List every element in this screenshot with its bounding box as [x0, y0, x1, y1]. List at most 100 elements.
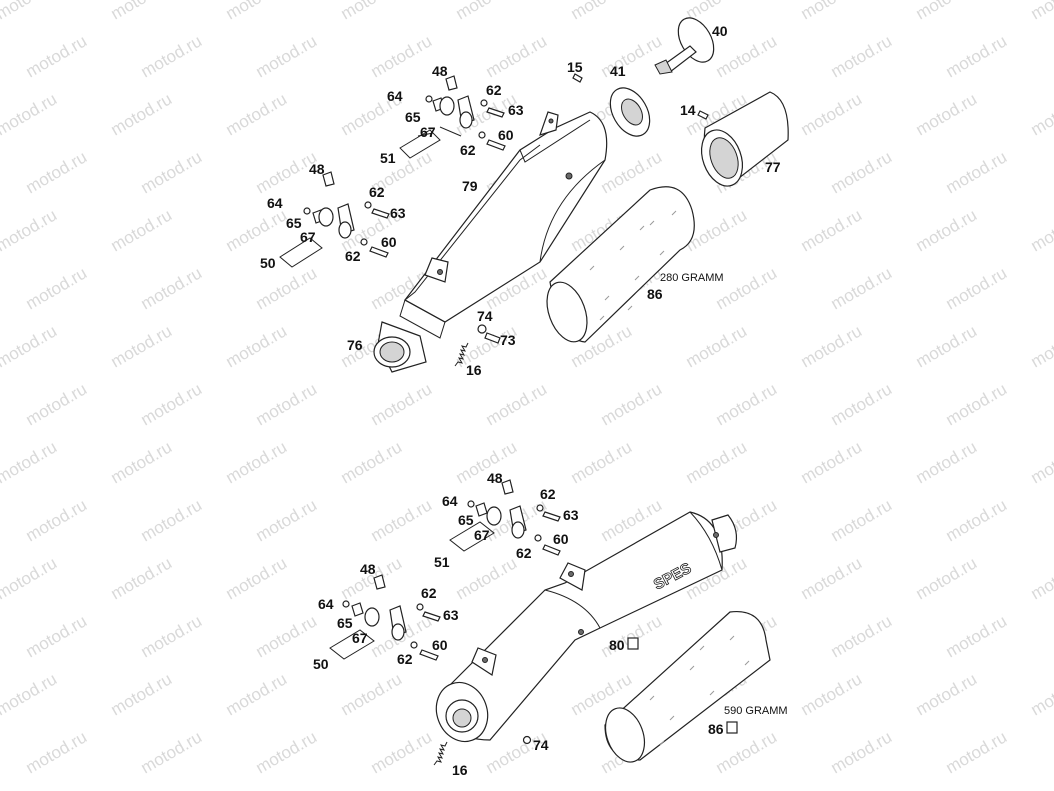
washer-74	[522, 735, 532, 745]
watermark-text: motod.ru	[828, 31, 896, 81]
watermark-text: motod.ru	[253, 31, 321, 81]
optional-square-80	[627, 637, 639, 650]
label-40: 40	[712, 23, 728, 39]
label-67: 67	[300, 229, 316, 245]
watermark-text: motod.ru	[828, 727, 896, 777]
label-62: 62	[369, 184, 385, 200]
watermark-text: motod.ru	[108, 437, 176, 487]
watermark-text: motod.ru	[0, 205, 60, 255]
label-63: 63	[443, 607, 459, 623]
watermark-text: motod.ru	[223, 205, 291, 255]
watermark-text: motod.ru	[483, 379, 551, 429]
watermark-text: motod.ru	[1028, 89, 1054, 139]
watermark-text: motod.ru	[0, 553, 60, 603]
label-64: 64	[442, 493, 458, 509]
label-63: 63	[563, 507, 579, 523]
watermark-text: motod.ru	[23, 263, 91, 313]
label-62: 62	[486, 82, 502, 98]
heat-shield-77	[700, 91, 789, 187]
label-62: 62	[516, 545, 532, 561]
watermark-text: motod.ru	[223, 553, 291, 603]
mount-group-50	[279, 171, 390, 268]
watermark-text: motod.ru	[943, 495, 1011, 545]
mount-group-51	[449, 479, 561, 556]
watermark-text: motod.ru	[138, 495, 206, 545]
watermark-text: motod.ru	[253, 495, 321, 545]
watermark-text: motod.ru	[138, 147, 206, 197]
watermark-text: motod.ru	[1028, 321, 1054, 371]
label-77: 77	[765, 159, 781, 175]
watermark-text: motod.ru	[713, 379, 781, 429]
watermark-text: motod.ru	[23, 147, 91, 197]
label-60: 60	[432, 637, 448, 653]
watermark-text: motod.ru	[0, 0, 60, 23]
end-cap-76	[373, 321, 427, 373]
watermark-text: motod.ru	[138, 263, 206, 313]
screw-15	[572, 73, 583, 83]
label-67: 67	[474, 527, 490, 543]
watermark-text: motod.ru	[23, 611, 91, 661]
watermark-text: motod.ru	[828, 147, 896, 197]
watermark-text: motod.ru	[253, 727, 321, 777]
watermark-text: motod.ru	[943, 379, 1011, 429]
label-65: 65	[286, 215, 302, 231]
top-assembly: 48 64 62 63 65 67 60 62 51 48 64 62 63 6…	[260, 17, 789, 378]
label-41: 41	[610, 63, 626, 79]
label-62: 62	[540, 486, 556, 502]
label-64: 64	[387, 88, 403, 104]
watermark-text: motod.ru	[0, 669, 60, 719]
watermark-text: motod.ru	[913, 553, 981, 603]
watermark-text: motod.ru	[0, 437, 60, 487]
watermark-text: motod.ru	[683, 437, 751, 487]
watermark-text: motod.ru	[943, 263, 1011, 313]
watermark-text: motod.ru	[1028, 669, 1054, 719]
label-14: 14	[680, 102, 696, 118]
silencer-packing-86	[546, 186, 695, 343]
watermark-text: motod.ru	[338, 669, 406, 719]
watermark-text: motod.ru	[798, 89, 866, 139]
label-62: 62	[397, 651, 413, 667]
label-48: 48	[309, 161, 325, 177]
watermark-text: motod.ru	[798, 553, 866, 603]
watermark-text: motod.ru	[368, 379, 436, 429]
watermark-text: motod.ru	[913, 0, 981, 23]
label-62: 62	[460, 142, 476, 158]
watermark-text: motod.ru	[1028, 437, 1054, 487]
watermark-text: motod.ru	[828, 611, 896, 661]
mount-group-50	[329, 574, 441, 661]
watermark-text: motod.ru	[913, 437, 981, 487]
watermark-text: motod.ru	[108, 669, 176, 719]
label-65: 65	[337, 615, 353, 631]
watermark-text: motod.ru	[223, 321, 291, 371]
watermark-text: motod.ru	[23, 31, 91, 81]
watermark-text: motod.ru	[713, 263, 781, 313]
watermark-text: motod.ru	[368, 495, 436, 545]
watermark-text: motod.ru	[0, 321, 60, 371]
silencer-body-79	[399, 111, 608, 339]
label-65: 65	[458, 512, 474, 528]
weight-note-bottom: 590 GRAMM	[724, 705, 788, 717]
label-86: 86	[708, 721, 724, 737]
label-60: 60	[553, 531, 569, 547]
watermark-text: motod.ru	[108, 0, 176, 23]
watermark-text: motod.ru	[23, 495, 91, 545]
watermark-text: motod.ru	[1028, 553, 1054, 603]
watermark-text: motod.ru	[138, 611, 206, 661]
flange-41	[609, 87, 651, 137]
watermark-text: motod.ru	[0, 89, 60, 139]
watermark-text: motod.ru	[798, 205, 866, 255]
spring-16	[454, 342, 469, 367]
label-64: 64	[267, 195, 283, 211]
watermark-text: motod.ru	[338, 0, 406, 23]
watermark-text: motod.ru	[223, 89, 291, 139]
watermark-text: motod.ru	[368, 31, 436, 81]
label-60: 60	[381, 234, 397, 250]
screw-14	[697, 110, 709, 120]
watermark-text: motod.ru	[913, 89, 981, 139]
watermark-text: motod.ru	[828, 379, 896, 429]
label-64: 64	[318, 596, 334, 612]
label-65: 65	[405, 109, 421, 125]
watermark-text: motod.ru	[598, 379, 666, 429]
label-73: 73	[500, 332, 516, 348]
